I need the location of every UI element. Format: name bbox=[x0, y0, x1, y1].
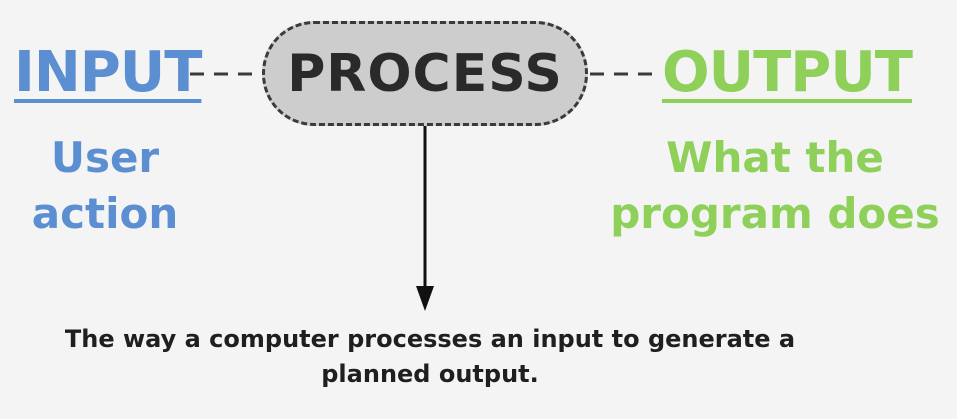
output-description: What the program does bbox=[610, 133, 940, 238]
process-definition-arrowhead bbox=[416, 286, 434, 311]
process-definition: The way a computer processes an input to… bbox=[64, 325, 796, 388]
process-box: PROCESS bbox=[262, 21, 588, 126]
output-heading: OUTPUT bbox=[662, 40, 913, 105]
process-heading: PROCESS bbox=[287, 43, 563, 104]
input-heading: INPUT bbox=[14, 40, 202, 105]
input-description: User action bbox=[31, 133, 179, 238]
